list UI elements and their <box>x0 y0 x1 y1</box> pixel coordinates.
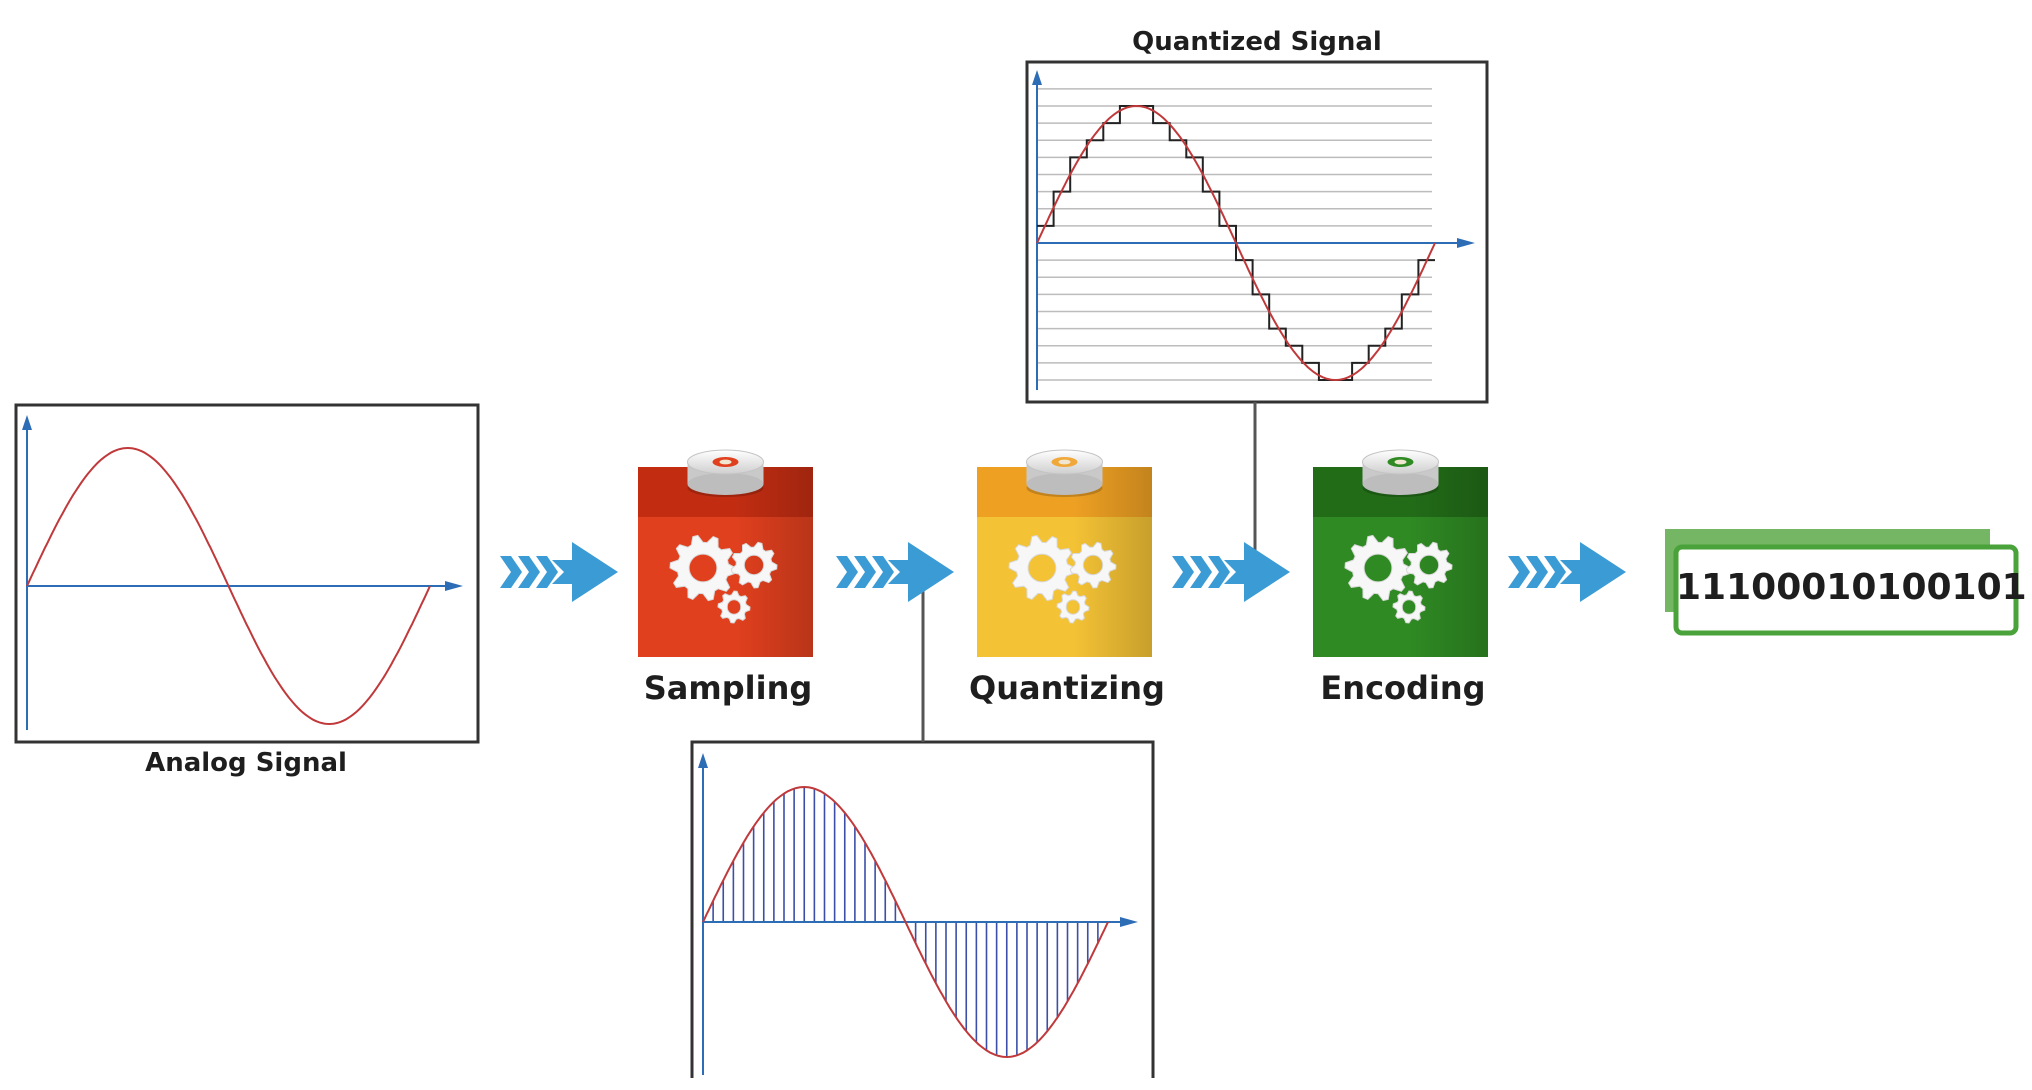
quantized-frame <box>1025 60 1489 404</box>
gears-icon <box>1344 534 1453 624</box>
sampling-stage-box <box>638 449 813 657</box>
chevron-arrow-icon <box>1508 542 1626 602</box>
gears-icon <box>1008 534 1117 624</box>
sampled-y-axis-arrow <box>698 753 708 768</box>
sampled-frame <box>690 740 1155 1078</box>
binary-output <box>1665 529 2019 636</box>
analog-x-axis-arrow <box>445 581 463 591</box>
analog-waveform <box>26 446 431 726</box>
gears-icon <box>669 534 778 624</box>
quantized-reference-wave <box>1036 104 1436 382</box>
sample-lines <box>712 787 1099 1057</box>
output-card <box>1673 544 2019 636</box>
encoding-label: Encoding <box>1320 669 1486 707</box>
quantized-x-axis-arrow <box>1457 238 1475 248</box>
chevron-arrow-icon <box>836 542 954 602</box>
sampled-signal-panel <box>690 740 1155 1078</box>
encoding-stage-box <box>1313 449 1488 657</box>
analog-y-axis-arrow <box>22 415 32 430</box>
chevron-arrow-icon <box>1172 542 1290 602</box>
quantized-signal-caption: Quantized Signal <box>1132 27 1382 57</box>
analog-frame <box>14 403 480 744</box>
quantizing-label: Quantizing <box>969 669 1165 707</box>
sampled-x-axis-arrow <box>1120 917 1138 927</box>
chevron-arrow-icon <box>500 542 618 602</box>
quantized-signal-panel <box>1025 60 1489 404</box>
sampled-reference-wave <box>702 785 1109 1059</box>
binary-code: 11100010100101 <box>1676 567 2027 608</box>
analog-signal-panel <box>14 403 480 744</box>
analog-signal-caption: Analog Signal <box>145 748 347 778</box>
quantizing-stage-box <box>977 449 1152 657</box>
sampling-label: Sampling <box>643 669 813 707</box>
quantized-y-axis-arrow <box>1032 70 1042 85</box>
